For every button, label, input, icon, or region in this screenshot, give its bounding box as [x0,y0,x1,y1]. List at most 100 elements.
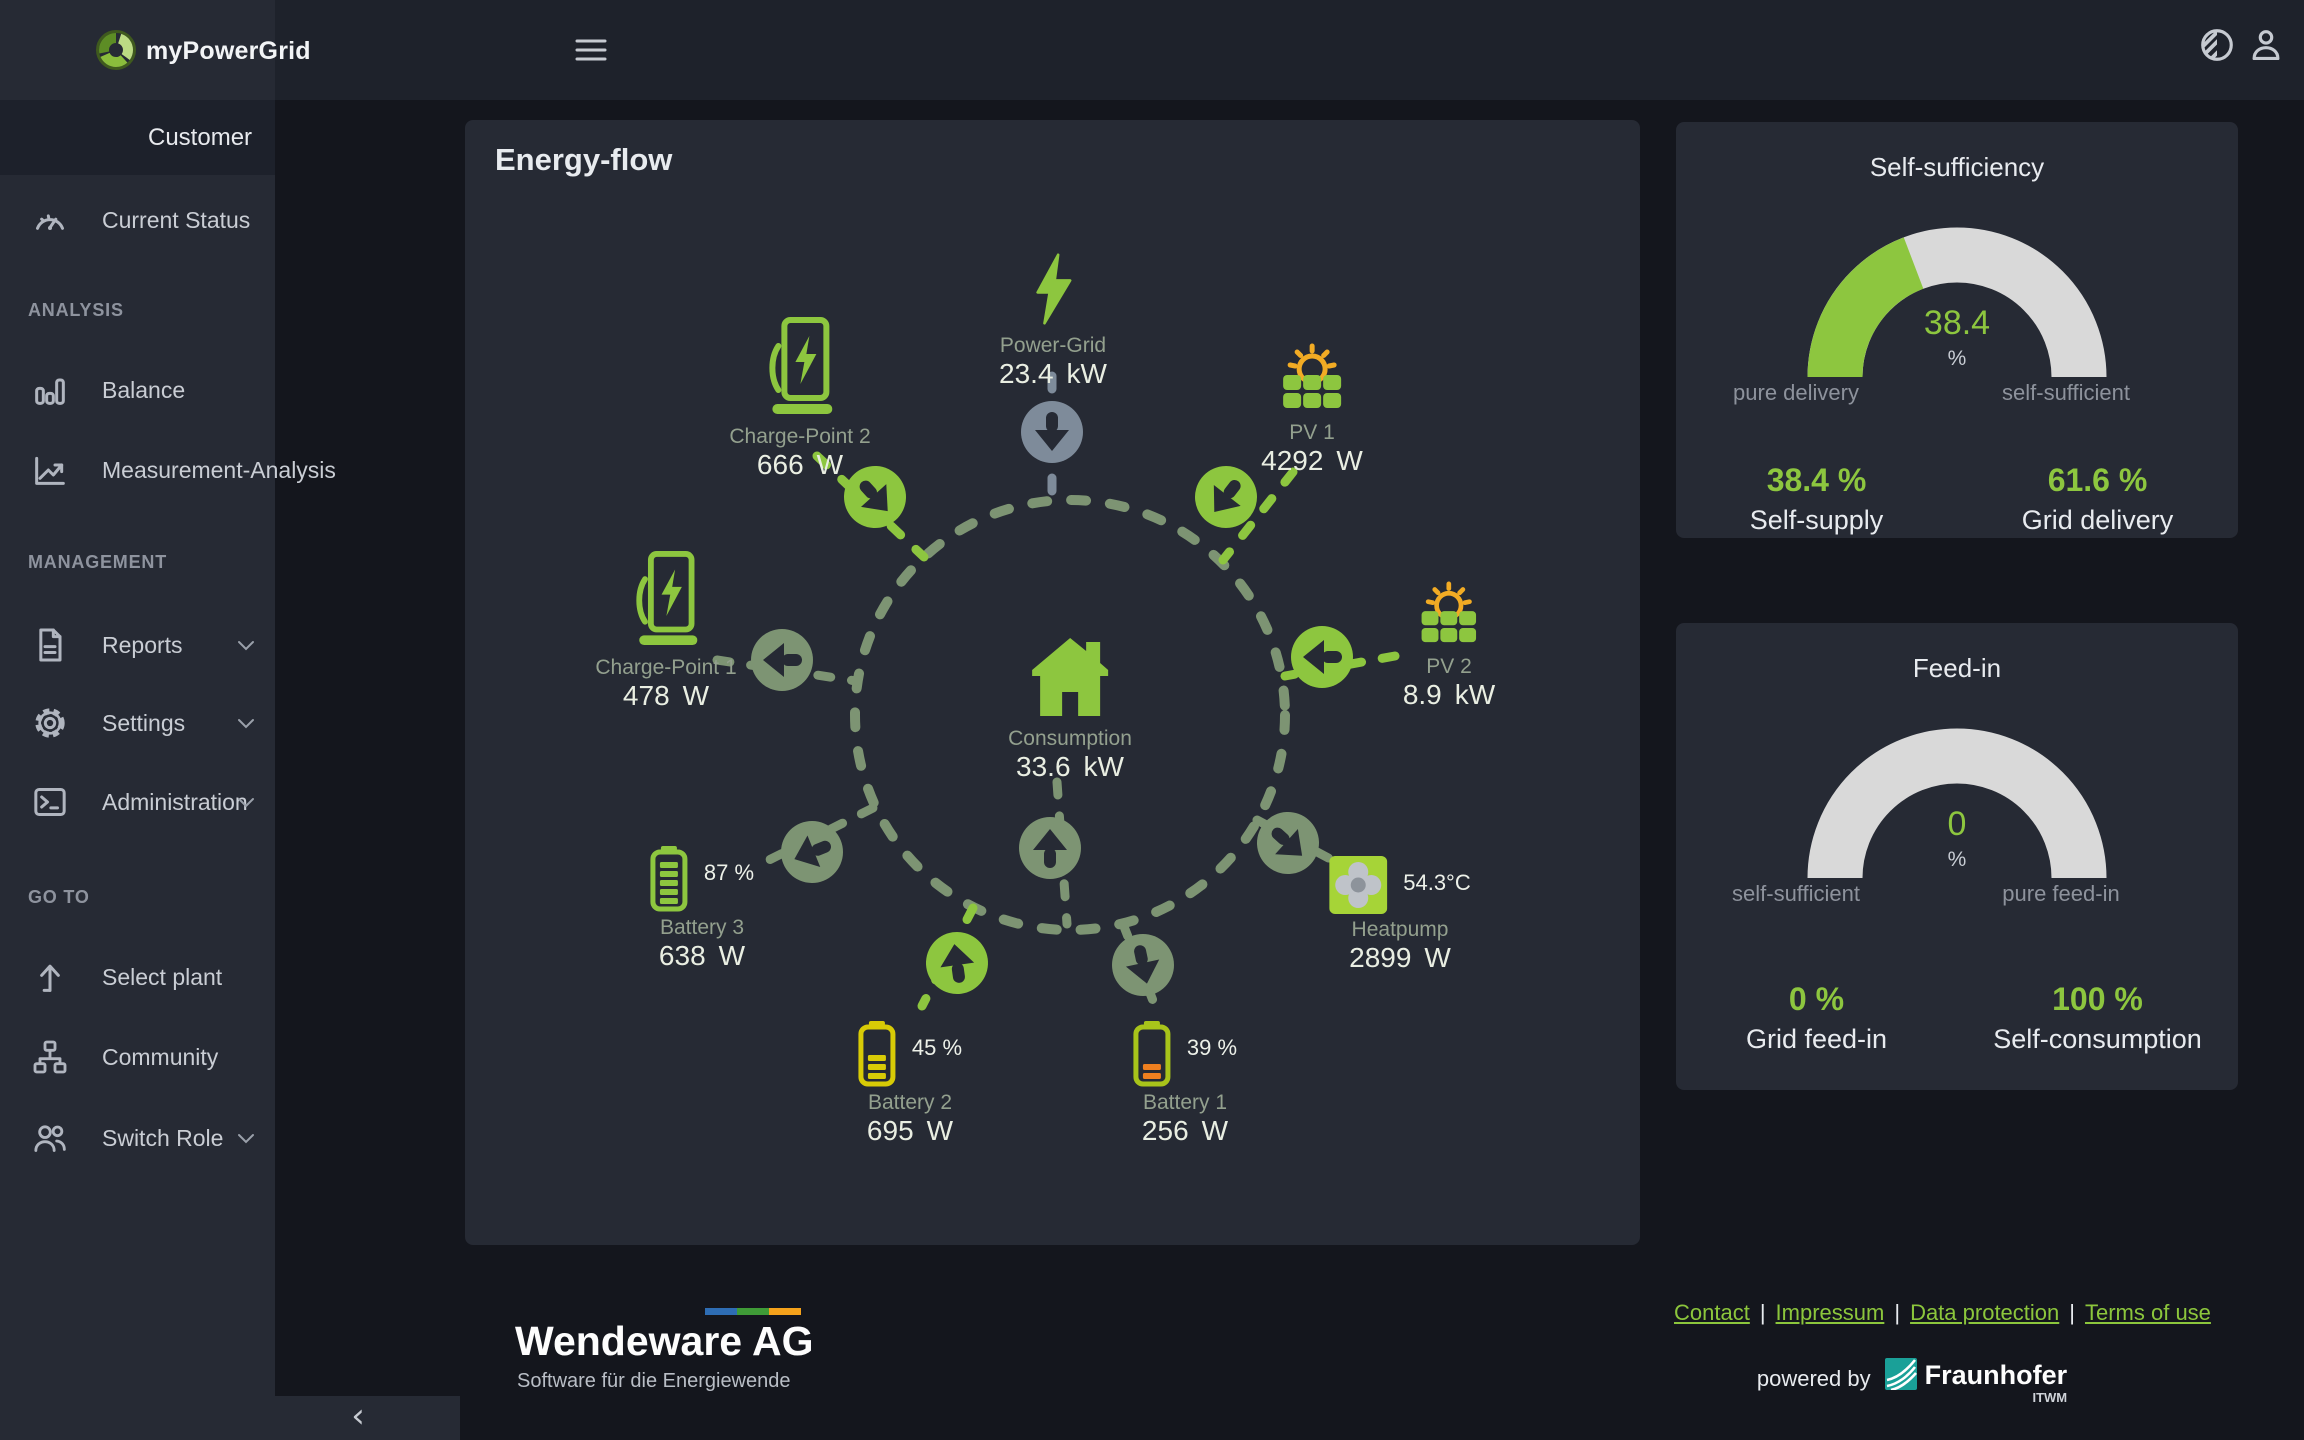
sidebar-section-goto: GO TO [28,887,90,907]
brand-color-bar [705,1308,801,1315]
sidebar-item-settings[interactable]: Settings [0,688,275,758]
document-icon [39,628,62,662]
feed-in-panel: Feed-in 0 % self-sufficient pure feed-in… [1676,623,2238,1090]
stat-grid-feed-in: 0 % Grid feed-in [1745,981,1888,1054]
heatpump-fan-icon [1329,856,1388,914]
chevron-down-icon [238,641,254,651]
sidebar-item-label: Switch Role [102,1124,224,1151]
house-icon [1031,638,1108,716]
sidebar-item-current-status[interactable]: Current Status [0,185,275,255]
stat-self-consumption: 100 % Self-consumption [1993,981,2202,1054]
chevron-down-icon [238,798,254,808]
bar-chart-icon [35,378,65,405]
line-chart-icon [35,456,65,485]
wendeware-brand: Wendeware AG Software für die Energiewen… [515,1300,835,1400]
sidebar-section-management: MANAGEMENT [28,552,167,572]
org-chart-icon [33,1040,67,1074]
sidebar-item-balance[interactable]: Balance [0,355,275,425]
solar-panel-icon [1421,581,1477,643]
sidebar: myPowerGrid Customer Current Status ANAL… [0,0,336,1440]
self-sufficiency-gauge [1807,227,2107,378]
flow-arrow-consumption [1019,817,1081,879]
gauge-value: 0 % [1947,805,1967,871]
fraunhofer-sub: ITWM [2032,1390,2068,1405]
sidebar-section-analysis: ANALYSIS [28,300,124,320]
brand-name: Wendeware AG [515,1318,814,1364]
contact-link[interactable]: Contact [1674,1300,1750,1325]
feed-in-gauge [1807,728,2107,879]
impressum-link[interactable]: Impressum [1775,1300,1885,1325]
customer-label: Customer [148,123,253,151]
self-sufficiency-panel: Self-sufficiency 38.4 % pure delivery se… [1676,122,2238,538]
sidebar-item-switch-role[interactable]: Switch Role [0,1103,275,1173]
sidebar-item-label: Reports [102,631,183,658]
sidebar-item-label: Balance [102,376,186,403]
stat-self-supply: 38.4 % Self-supply [1749,462,1884,535]
terms-of-use-link[interactable]: Terms of use [2084,1300,2211,1325]
sidebar-item-measurement-analysis[interactable]: Measurement-Analysis [0,435,336,505]
sidebar-item-label: Measurement-Analysis [102,456,336,483]
flow-arrow-battery1-charge [1106,928,1180,1002]
sidebar-item-label: Administration [102,788,248,815]
users-icon [34,1125,66,1152]
footer-links: Contact|Impressum|Data protection|Terms … [1674,1300,2211,1325]
battery-icon [1133,1021,1171,1087]
flow-arrow-chargepoint1-in [751,629,813,691]
battery-icon [858,1021,896,1087]
powered-by: powered by Fraunhofer ITWM [1756,1358,2068,1405]
flow-arrow-battery2-discharge [921,927,993,999]
fraunhofer-name: Fraunhofer [1924,1360,2068,1390]
sidebar-item-reports[interactable]: Reports [0,610,275,680]
energy-flow-title: Energy-flow [495,142,673,177]
sidebar-footer: ‹ [0,1396,460,1440]
sidebar-item-community[interactable]: Community [0,1022,275,1092]
sidebar-item-label: Community [102,1043,219,1070]
sidebar-item-label: Select plant [102,963,223,990]
sidebar-item-customer[interactable]: Customer [0,100,275,175]
charging-station-icon [769,317,832,414]
panel-title: Self-sufficiency [1869,152,2045,182]
gear-icon [35,708,65,738]
lightning-bolt-icon [1036,253,1072,325]
flow-arrow-pv1-in [1182,453,1270,541]
brand-tagline: Software für die Energiewende [517,1370,791,1392]
app-title: myPowerGrid [146,37,311,65]
chevron-down-icon [238,1134,254,1144]
gauge-value: 38.4 % [1923,304,1991,370]
flow-arrow-battery3-charge [771,811,853,893]
stat-grid-delivery: 61.6 % Grid delivery [2021,462,2174,535]
battery-icon [650,846,688,912]
sidebar-item-label: Current Status [102,206,251,233]
flow-arrow-heatpump-out [1244,799,1332,887]
battery-soc: 39 % [1186,1035,1238,1060]
flow-arrow-pv2-in [1291,626,1353,688]
sidebar-item-select-plant[interactable]: Select plant [0,942,275,1012]
collapse-sidebar-button[interactable]: ‹ [351,1396,365,1436]
user-icon[interactable] [2247,26,2285,64]
mypowergrid-logo-icon [96,30,136,70]
menu-icon[interactable] [575,38,607,62]
chevron-down-icon [238,719,254,729]
charging-station-icon [635,551,697,645]
flow-arrow-chargepoint2-out [831,453,919,541]
panel-title: Feed-in [1912,653,2002,683]
fraunhofer-logo-icon [1884,1358,1917,1390]
data-protection-link[interactable]: Data protection [1910,1300,2060,1325]
theme-contrast-icon[interactable] [2198,26,2236,64]
app-logo[interactable]: myPowerGrid [0,0,311,100]
sidebar-item-administration[interactable]: Administration [0,767,275,837]
arrow-up-icon [40,964,60,992]
heatpump-temperature: 54.3°C [1403,870,1471,895]
battery-soc: 87 % [703,860,755,885]
gauge-stats: 38.4 % Self-supply 61.6 % Grid delivery [1676,462,2238,536]
